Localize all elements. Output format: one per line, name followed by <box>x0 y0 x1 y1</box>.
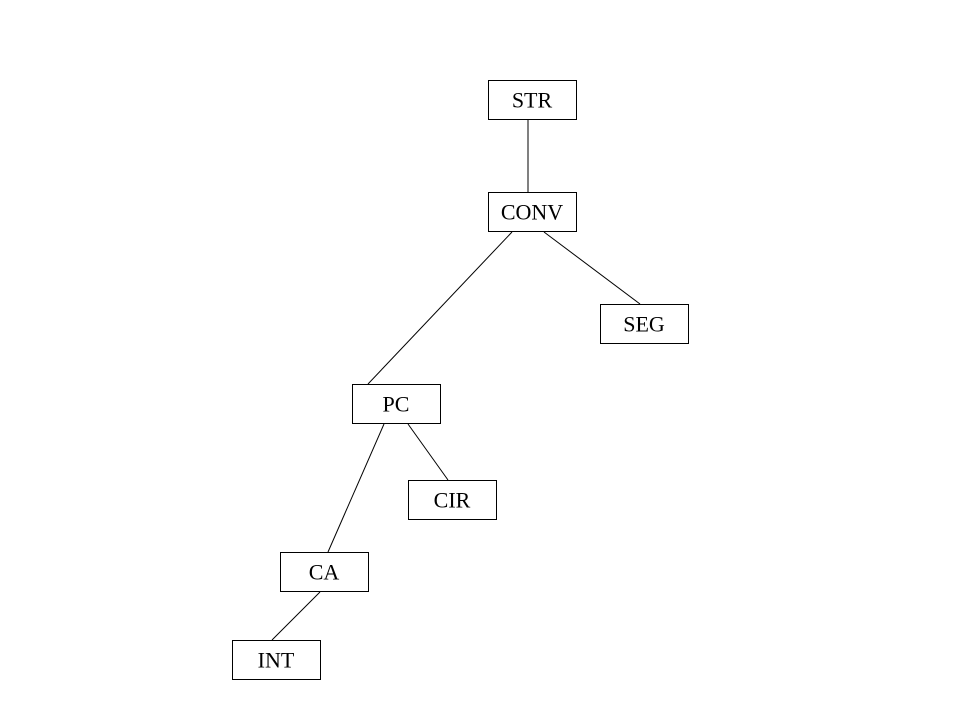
node-str-label: STR <box>512 88 553 113</box>
node-ca-label: CA <box>309 560 340 585</box>
node-ca-box <box>280 552 369 592</box>
node-str-box <box>488 80 577 120</box>
node-cir-label: CIR <box>434 488 471 513</box>
node-seg: SEG <box>600 304 689 344</box>
node-str: STR <box>488 80 577 120</box>
edge-ca-int <box>271 591 321 641</box>
node-int: INT <box>232 640 321 680</box>
node-conv: CONV <box>488 192 577 232</box>
edge-conv-pc <box>367 231 513 385</box>
node-int-label: INT <box>258 648 295 673</box>
node-seg-box <box>600 304 689 344</box>
node-conv-label: CONV <box>501 200 563 225</box>
node-cir: CIR <box>408 480 497 520</box>
edge-pc-cir <box>407 423 449 481</box>
edge-pc-ca <box>327 423 385 553</box>
node-cir-box <box>408 480 497 520</box>
node-pc-box <box>352 384 441 424</box>
node-conv-box <box>488 192 577 232</box>
node-int-box <box>232 640 321 680</box>
edges <box>271 120 641 641</box>
node-pc: PC <box>352 384 441 424</box>
node-pc-label: PC <box>383 392 410 417</box>
node-ca: CA <box>280 552 369 592</box>
edge-conv-seg <box>543 231 641 305</box>
node-seg-label: SEG <box>623 312 665 337</box>
